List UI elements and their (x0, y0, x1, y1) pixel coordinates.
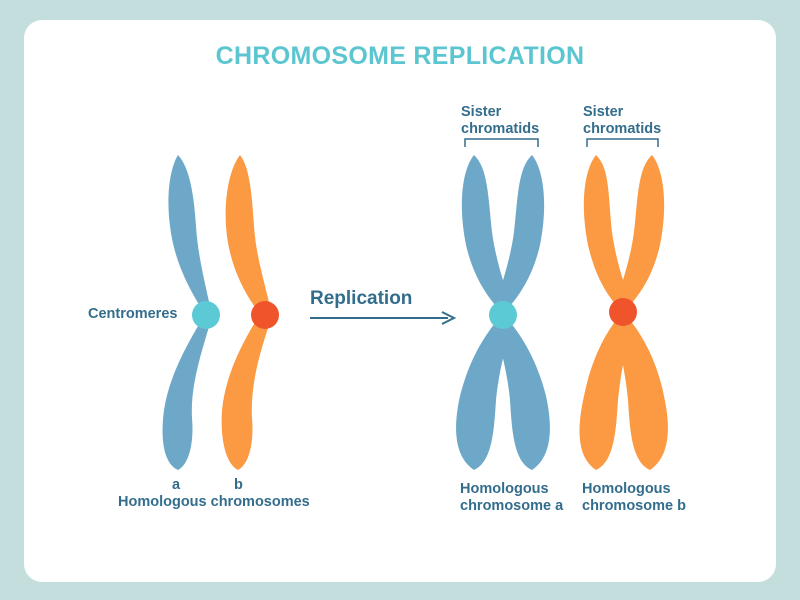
chromosome-b-letter: b (234, 477, 243, 493)
chromosome-a-letter: a (172, 477, 181, 493)
centromere-a (192, 301, 220, 329)
homologous-chromosome-b-label: Homologous chromosome b (582, 481, 686, 515)
homologous-a-line1: Homologous (460, 481, 549, 497)
replicated-centromere-a (489, 301, 517, 329)
replicated-chromosome-b-chromatid-left (579, 155, 634, 470)
diagram-title: CHROMOSOME REPLICATION (215, 42, 585, 70)
sister-chromatids-b-line2: chromatids (583, 121, 662, 137)
replication-label: Replication (310, 288, 413, 309)
sister-chromatids-label-b: Sister chromatids (583, 104, 661, 138)
replication-arrowhead (441, 311, 457, 325)
sister-chromatids-bracket-a (464, 138, 539, 147)
homologous-chromosomes-label: Homologous chromosomes (118, 494, 310, 510)
centromeres-label: Centromeres (88, 306, 178, 322)
homologous-chromosome-a-label: Homologous chromosome a (460, 481, 563, 515)
replicated-chromosome-a-chromatid-left (456, 155, 514, 470)
sister-chromatids-a-line1: Sister (461, 104, 502, 120)
sister-chromatids-label-a: Sister chromatids (461, 104, 539, 138)
sister-chromatids-b-line1: Sister (583, 104, 624, 120)
diagram-card (24, 20, 776, 582)
homologous-b-line2: chromosome b (582, 498, 686, 514)
sister-chromatids-bracket-b (586, 138, 659, 147)
sister-chromatids-a-line2: chromatids (461, 121, 540, 137)
homologous-a-line2: chromosome a (460, 498, 564, 514)
replicated-centromere-b (609, 298, 637, 326)
homologous-b-line1: Homologous (582, 481, 671, 497)
chromosome-a (162, 155, 212, 470)
replicated-chromosome-b-chromatid-right (612, 155, 668, 470)
chromosome-b (221, 155, 272, 470)
centromere-b (251, 301, 279, 329)
replicated-chromosome-a-chromatid-right (492, 155, 550, 470)
